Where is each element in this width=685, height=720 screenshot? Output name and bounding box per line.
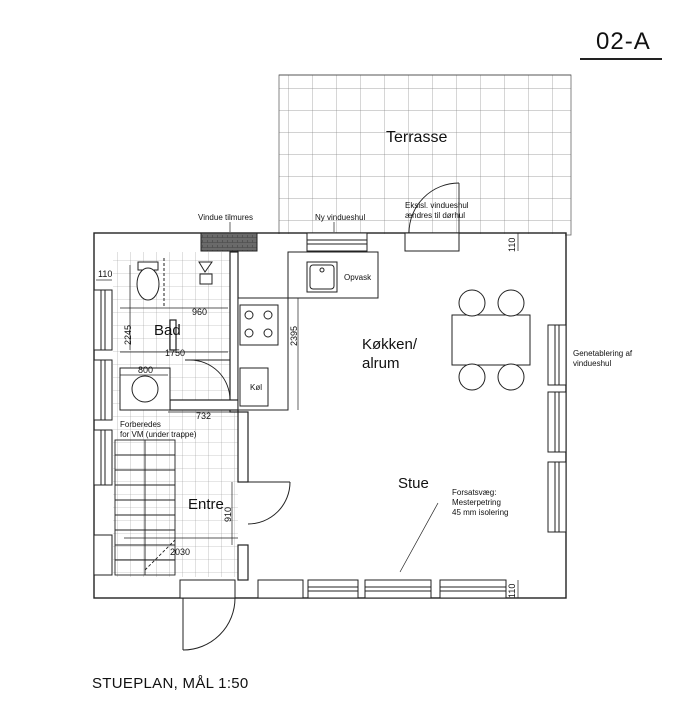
facing-wall-label-3: 45 mm isolering bbox=[452, 508, 509, 517]
window-walled-label: Vindue tilmures bbox=[198, 213, 253, 222]
dim-960: 960 bbox=[192, 307, 208, 317]
top-windows bbox=[200, 232, 460, 252]
terrace-area bbox=[278, 74, 572, 236]
prepared-label-1: Forberedes bbox=[120, 420, 161, 429]
terrace-door-swing bbox=[408, 182, 460, 234]
interior-walls bbox=[169, 251, 249, 581]
dining-set bbox=[451, 289, 531, 391]
leader-lines bbox=[229, 222, 439, 573]
dimension-lines bbox=[96, 233, 519, 598]
dim-1750: 1750 bbox=[165, 348, 186, 358]
dishwasher-label: Opvask bbox=[344, 273, 372, 282]
sheet-number: 02-A bbox=[596, 28, 651, 55]
bathroom-tiles bbox=[113, 252, 238, 577]
dim-110-bottom: 110 bbox=[507, 583, 517, 598]
fridge-label: Køl bbox=[250, 383, 262, 392]
dim-110-left: 110 bbox=[98, 269, 113, 279]
drawing-caption: STUEPLAN, MÅL 1:50 bbox=[92, 675, 249, 692]
dim-2030: 2030 bbox=[170, 547, 191, 557]
bathroom-label: Bad bbox=[154, 322, 181, 339]
kitchen-label-1: Køkken/ bbox=[362, 336, 418, 353]
left-windows bbox=[93, 289, 113, 576]
dim-800: 800 bbox=[138, 365, 154, 375]
right-windows bbox=[547, 324, 567, 533]
entrance-door bbox=[179, 481, 291, 651]
dim-2395: 2395 bbox=[289, 325, 299, 346]
dim-110-top: 110 bbox=[507, 237, 517, 252]
existing-window-label-1: Eksisl. vindueshul bbox=[405, 201, 469, 210]
bottom-windows bbox=[257, 579, 507, 599]
kitchen-counter bbox=[237, 251, 379, 411]
entry-label: Entre bbox=[188, 496, 224, 513]
dim-2245: 2245 bbox=[123, 324, 133, 345]
reestablish-label-1: Genetablering af bbox=[573, 349, 633, 358]
terrace-label: Terrasse bbox=[386, 129, 448, 146]
facing-wall-label-2: Mesterpetring bbox=[452, 498, 501, 507]
living-label: Stue bbox=[398, 475, 429, 492]
sheet-underline bbox=[580, 58, 662, 60]
bathroom-door-swing bbox=[185, 359, 231, 401]
facing-wall-label-1: Forsatsvæg: bbox=[452, 488, 497, 497]
kitchen-label-2: alrum bbox=[362, 355, 400, 372]
prepared-label-2: for VM (under trappe) bbox=[120, 430, 197, 439]
reestablish-label-2: vindueshul bbox=[573, 359, 612, 368]
new-window-label: Ny vindueshul bbox=[315, 213, 366, 222]
dim-732: 732 bbox=[196, 411, 212, 421]
staircase bbox=[114, 439, 176, 576]
existing-window-label-2: ændres til dørhul bbox=[405, 211, 466, 220]
dim-910: 910 bbox=[223, 506, 233, 522]
